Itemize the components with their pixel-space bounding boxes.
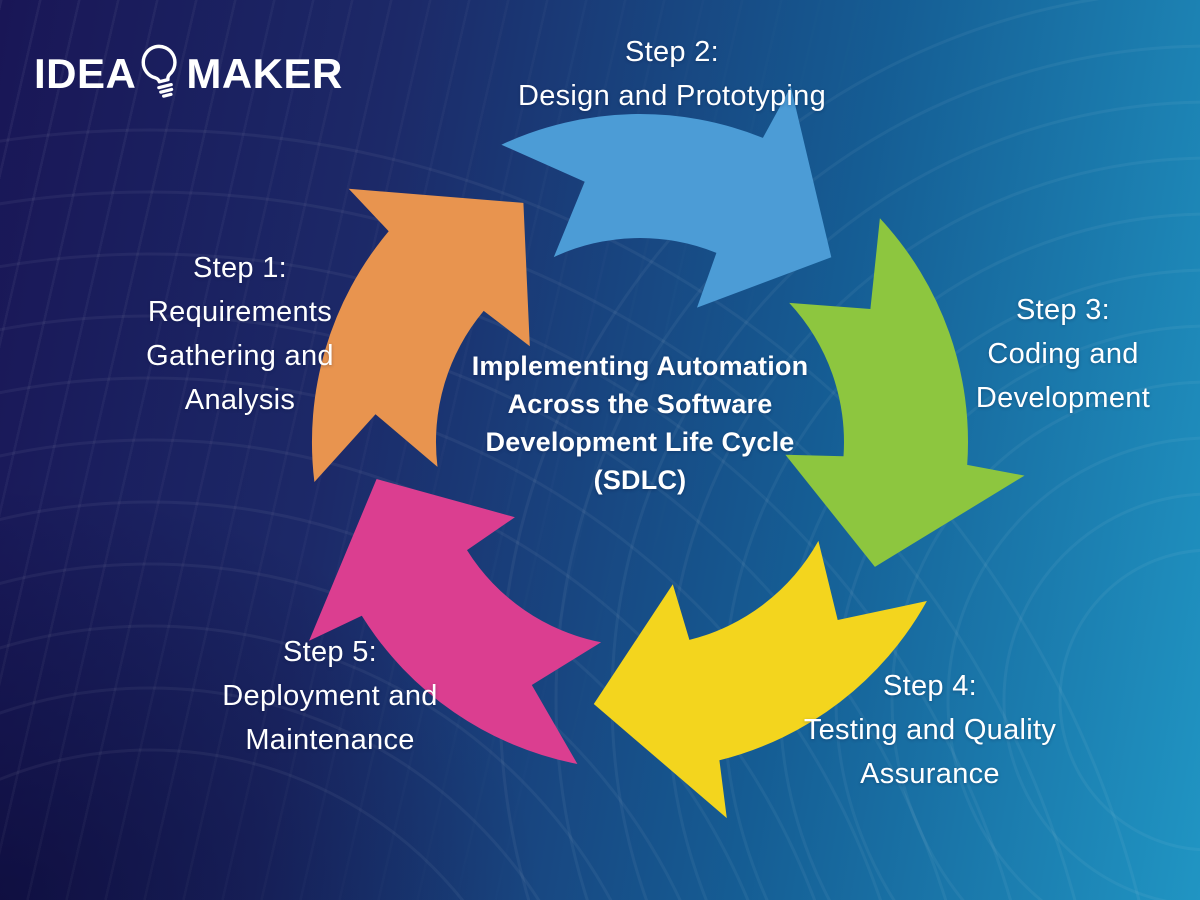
step-2-title: Step 2: <box>625 36 719 68</box>
step-4-line: Assurance <box>860 758 1000 790</box>
title-line: Across the Software <box>507 389 773 419</box>
title-line: Implementing Automation <box>471 351 809 381</box>
title-line: Development Life Cycle <box>485 427 795 457</box>
cycle-arrow-step-3 <box>785 218 1025 567</box>
step-4-label: Step 4: Testing and Quality Assurance <box>760 664 1100 796</box>
logo: IDEA MAKER <box>34 42 343 106</box>
logo-text-maker: MAKER <box>186 50 343 97</box>
logo-text-idea: IDEA <box>34 50 137 97</box>
step-2-label: Step 2: Design and Prototyping <box>452 30 892 118</box>
cycle-arrow-step-1 <box>311 188 530 483</box>
step-4-title: Step 4: <box>883 670 977 702</box>
cycle-arrow-step-4 <box>593 540 927 819</box>
step-1-line: Gathering and <box>146 340 334 372</box>
lightbulb-icon <box>141 44 177 98</box>
step-4-line: Testing and Quality <box>803 714 1057 746</box>
diagram-title: Implementing Automation Across the Softw… <box>410 347 870 499</box>
step-2-line: Design and Prototyping <box>517 80 827 112</box>
step-5-title: Step 5: <box>283 636 377 668</box>
step-1-label: Step 1: Requirements Gathering and Analy… <box>70 246 410 422</box>
step-3-line: Development <box>975 382 1151 414</box>
step-3-line: Coding and <box>987 338 1139 370</box>
step-5-label: Step 5: Deployment and Maintenance <box>165 630 495 762</box>
step-3-title: Step 3: <box>1016 294 1110 326</box>
step-5-line: Deployment and <box>222 680 438 712</box>
cycle-arrow-step-2 <box>501 86 832 308</box>
step-5-line: Maintenance <box>245 724 415 756</box>
step-1-line: Requirements <box>147 296 333 328</box>
step-1-line: Analysis <box>184 384 296 416</box>
cycle-arrow-step-5 <box>309 479 602 764</box>
step-3-label: Step 3: Coding and Development <box>928 288 1198 420</box>
step-1-title: Step 1: <box>193 252 287 284</box>
title-line: (SDLC) <box>593 465 687 495</box>
